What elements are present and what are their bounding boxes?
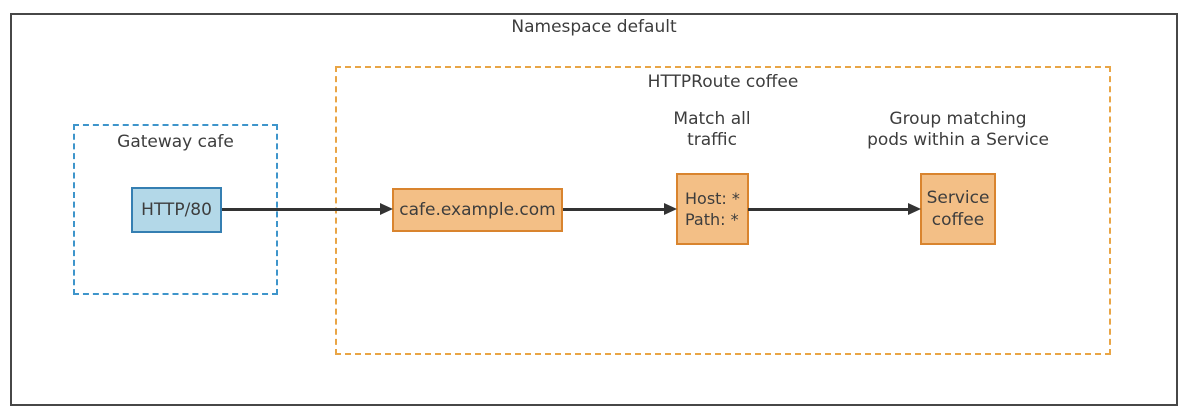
httproute-title: HTTPRoute coffee: [647, 72, 799, 92]
namespace-title: Namespace default: [511, 17, 677, 37]
match-rule-path: Path: *: [685, 210, 739, 229]
match-annotation-line-1: Match all: [673, 109, 751, 129]
service-label-line-2: coffee: [931, 210, 985, 230]
arrow-match-to-service: [748, 203, 921, 215]
match-annotation: Match all traffic: [652, 109, 772, 151]
gateway-listener-label: HTTP/80: [141, 200, 212, 220]
service-node: Service coffee: [920, 173, 996, 245]
backend-annotation: Group matching pods within a Service: [848, 109, 1068, 151]
service-label-line-1: Service: [926, 188, 990, 208]
hostname-label: cafe.example.com: [399, 200, 556, 220]
gateway-listener-node: HTTP/80: [131, 187, 222, 233]
gateway-title: Gateway cafe: [117, 132, 234, 152]
backend-annotation-line-2: pods within a Service: [867, 130, 1049, 150]
namespace-boundary: Namespace default: [10, 13, 1178, 406]
hostname-node: cafe.example.com: [392, 188, 563, 232]
arrow-hostname-to-match: [563, 203, 677, 215]
match-rule-host: Host: *: [685, 189, 740, 208]
match-rules-node: Host: * Path: *: [676, 173, 749, 245]
backend-annotation-line-1: Group matching: [889, 109, 1027, 129]
match-annotation-line-2: traffic: [687, 130, 737, 150]
arrow-listener-to-hostname: [222, 203, 393, 215]
